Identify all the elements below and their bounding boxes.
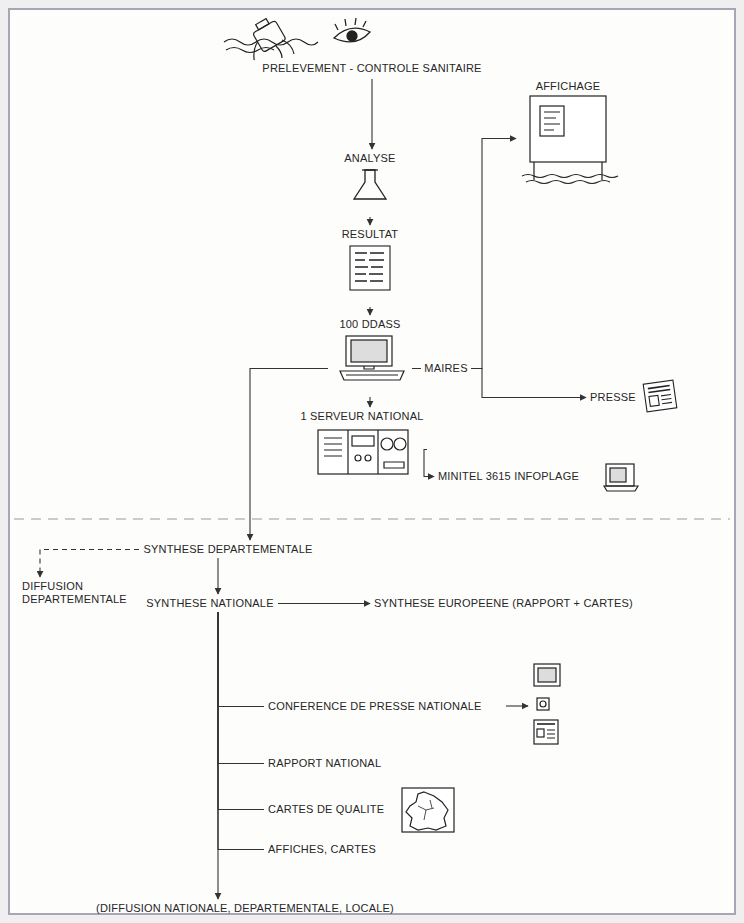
- result-sheet-icon: [350, 246, 390, 290]
- step-label: AFFICHAGE: [520, 80, 616, 93]
- minitel-icon: [604, 464, 638, 491]
- notice-board-icon: [522, 96, 618, 184]
- media-icons: [534, 664, 560, 744]
- step-label: CONFERENCE DE PRESSE NATIONALE: [268, 700, 484, 713]
- flow-connector: [218, 612, 264, 764]
- flow-connector: [217, 612, 218, 899]
- flow-step: CONFERENCE DE PRESSE NATIONALE: [268, 700, 484, 713]
- flow-step: SYNTHESE DEPARTEMENTALE: [142, 543, 314, 556]
- sampling-icon: [224, 15, 318, 60]
- step-label: MINITEL 3615 INFOPLAGE: [438, 470, 581, 483]
- step-label: (DIFFUSION NATIONALE, DEPARTEMENTALE, LO…: [95, 902, 395, 915]
- flow-connector: [250, 369, 328, 541]
- step-label: 1 SERVEUR NATIONAL: [299, 410, 425, 423]
- flow-connector: [217, 558, 218, 594]
- newspaper-icon: [643, 380, 677, 412]
- flow-connector: [278, 603, 370, 604]
- step-label: RAPPORT NATIONAL: [268, 757, 384, 770]
- flow-step: SYNTHESE NATIONALE: [145, 597, 275, 610]
- connector-label: MAIRES: [421, 362, 470, 375]
- media-arrow: [506, 705, 528, 706]
- frame: [9, 9, 735, 914]
- flow-step: 1 SERVEUR NATIONAL: [299, 410, 425, 489]
- flow-step: DIFFUSION DEPARTEMENTALE: [22, 580, 142, 606]
- flow-step: ANALYSE: [343, 152, 397, 215]
- step-label: SYNTHESE DEPARTEMENTALE: [142, 543, 314, 556]
- flow-connector: [412, 139, 516, 369]
- flow-step: RESULTAT: [341, 228, 400, 305]
- flow-step: AFFICHAGE: [520, 80, 616, 197]
- step-label: DIFFUSION DEPARTEMENTALE: [22, 580, 142, 606]
- step-label: PRELEVEMENT - CONTROLE SANITAIRE: [261, 62, 483, 75]
- step-label: AFFICHES, CARTES: [268, 843, 379, 856]
- server-icon: [318, 430, 408, 474]
- flow-step: RAPPORT NATIONAL: [268, 757, 384, 770]
- step-label: PRESSE: [590, 391, 638, 404]
- flow-step: SYNTHESE EUROPEENE (RAPPORT + CARTES): [374, 597, 635, 610]
- flow-connector: [369, 397, 370, 407]
- step-label: 100 DDASS: [330, 318, 410, 331]
- flow-connector: [369, 217, 370, 225]
- eye-icon: [334, 18, 370, 42]
- flow-connector: [369, 307, 370, 315]
- step-label: RESULTAT: [341, 228, 400, 241]
- step-label: SYNTHESE NATIONALE: [145, 597, 275, 610]
- flow-connector: [218, 612, 264, 850]
- flow-step: AFFICHES, CARTES: [268, 843, 379, 856]
- flow-step: (DIFFUSION NATIONALE, DEPARTEMENTALE, LO…: [95, 902, 395, 915]
- france-map-icon: [402, 788, 454, 832]
- flow-step: MINITEL 3615 INFOPLAGE: [438, 470, 581, 483]
- step-label: ANALYSE: [343, 152, 397, 165]
- flow-connector: [371, 79, 372, 149]
- flow-step: PRESSE: [590, 391, 638, 404]
- step-label: CARTES DE QUALITE: [268, 803, 387, 816]
- flow-step: CARTES DE QUALITE: [268, 803, 387, 816]
- separator-line: [14, 518, 730, 519]
- flow-step: 100 DDASS: [330, 318, 410, 395]
- flow-connector: [424, 450, 434, 477]
- flow-step: PRELEVEMENT - CONTROLE SANITAIRE: [261, 12, 483, 77]
- flow-connector: [218, 612, 264, 707]
- step-label: SYNTHESE EUROPEENE (RAPPORT + CARTES): [374, 597, 635, 610]
- computer-icon: [340, 336, 404, 380]
- flow-connector: [40, 550, 139, 578]
- flask-icon: [354, 170, 386, 199]
- flow-connector: [218, 612, 264, 810]
